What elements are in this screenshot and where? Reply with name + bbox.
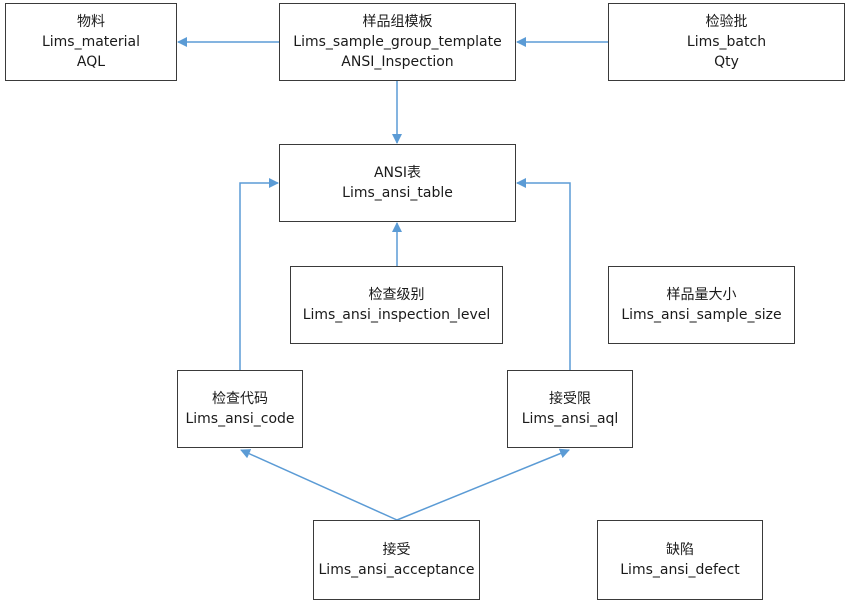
node-aql[interactable]: 接受限 Lims_ansi_aql [507,370,633,448]
node-ansi-table-title: ANSI表 [373,165,422,181]
node-material-field: AQL [76,54,106,70]
arrow-acceptance-to-aql [396,448,570,521]
node-material-title: 物料 [77,14,105,30]
node-code-table: Lims_ansi_code [185,411,295,427]
arrow-aql-to-ansi-table [516,178,571,370]
node-acceptance[interactable]: 接受 Lims_ansi_acceptance [313,520,480,600]
node-aql-title: 接受限 [549,391,591,407]
arrow-acceptance-to-code [240,449,398,521]
node-code[interactable]: 检查代码 Lims_ansi_code [177,370,303,448]
node-batch[interactable]: 检验批 Lims_batch Qty [608,3,845,81]
node-aql-table: Lims_ansi_aql [521,411,619,427]
node-inspection-level[interactable]: 检查级别 Lims_ansi_inspection_level [290,266,503,344]
node-ansi-table-table: Lims_ansi_table [342,185,453,201]
node-material[interactable]: 物料 Lims_material AQL [5,3,177,81]
node-batch-field: Qty [714,54,739,70]
node-material-table: Lims_material [41,34,141,50]
node-acceptance-title: 接受 [382,542,411,558]
node-code-title: 检查代码 [212,391,268,407]
node-sample-group-template-field: ANSI_Inspection [341,54,454,70]
node-inspection-level-title: 检查级别 [368,287,425,303]
node-inspection-level-table: Lims_ansi_inspection_level [302,307,491,323]
node-sample-group-template-title: 样品组模板 [362,14,433,30]
node-sample-size-title: 样品量大小 [666,287,737,303]
node-acceptance-table: Lims_ansi_acceptance [318,562,475,578]
node-sample-size-table: Lims_ansi_sample_size [621,307,782,323]
node-sample-group-template-table: Lims_sample_group_template [293,34,502,50]
arrow-code-to-ansi-table [239,178,279,370]
node-batch-title: 检验批 [705,14,748,30]
node-defect[interactable]: 缺陷 Lims_ansi_defect [597,520,763,600]
node-ansi-table[interactable]: ANSI表 Lims_ansi_table [279,144,516,222]
node-defect-title: 缺陷 [666,542,694,558]
node-sample-group-template[interactable]: 样品组模板 Lims_sample_group_template ANSI_In… [279,3,516,81]
node-sample-size[interactable]: 样品量大小 Lims_ansi_sample_size [608,266,795,344]
node-defect-table: Lims_ansi_defect [620,562,740,578]
node-batch-table: Lims_batch [686,34,767,50]
